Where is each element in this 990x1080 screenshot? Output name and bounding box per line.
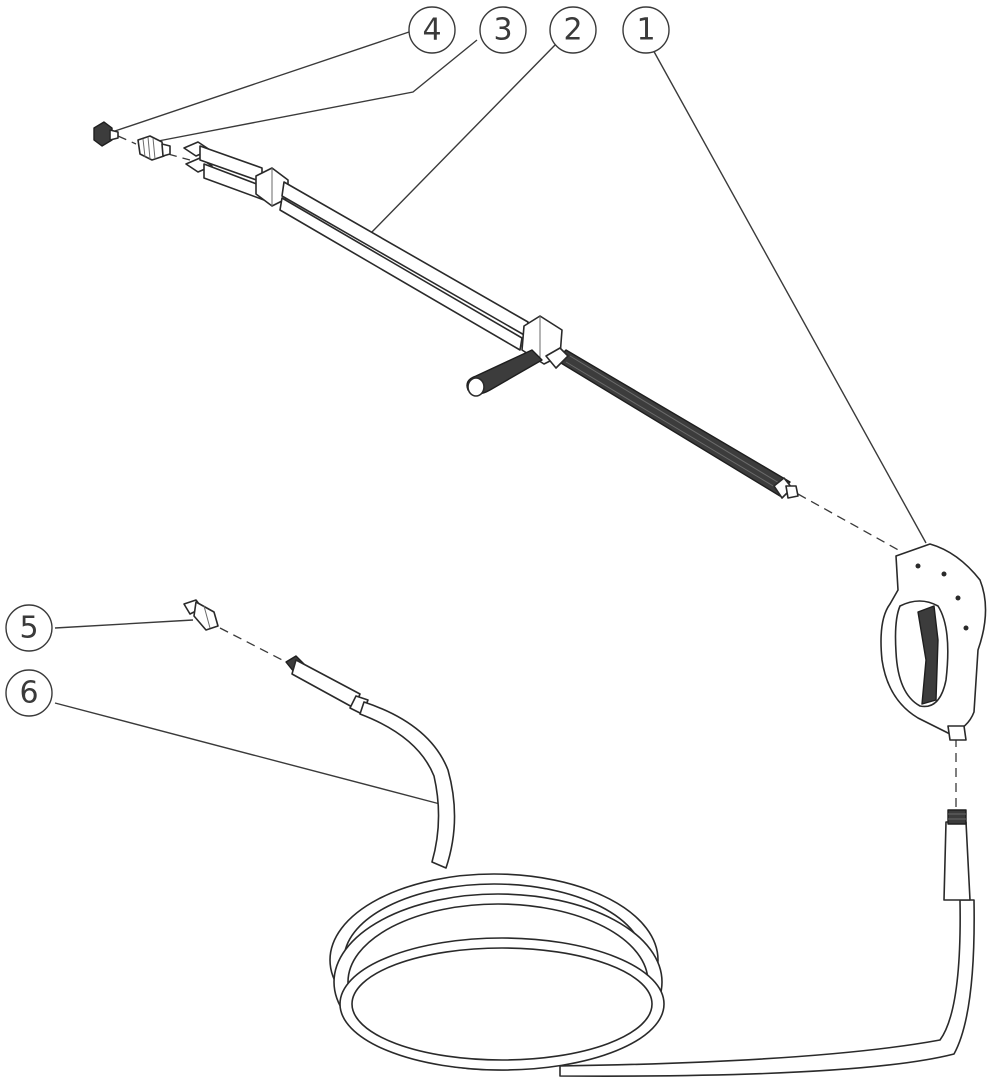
callout-label-3: 3 <box>493 13 512 48</box>
leader-line-4 <box>111 31 410 133</box>
leader-line-2 <box>367 43 557 237</box>
quick-connect-coupler-part <box>137 135 171 161</box>
callout-2: 2 <box>549 6 597 54</box>
axis-nozzle-to-coupler <box>117 135 137 145</box>
callout-circle-4 <box>408 6 456 54</box>
leader-line-3 <box>152 39 478 143</box>
callout-circle-5 <box>5 604 53 652</box>
dual-lance-part <box>183 141 799 499</box>
axis-lance-to-gun <box>797 493 903 553</box>
axis-fitting-to-hose <box>219 627 291 665</box>
axis-coupler-to-lance <box>167 153 191 161</box>
callout-1: 1 <box>622 6 670 54</box>
callout-circle-6 <box>5 669 53 717</box>
callout-circle-3 <box>479 6 527 54</box>
high-pressure-hose-part <box>285 655 975 1077</box>
leader-line-5 <box>54 619 194 629</box>
callout-label-2: 2 <box>563 13 582 48</box>
leader-line-1 <box>651 47 927 544</box>
hose-fitting-part <box>183 599 219 631</box>
callout-6: 6 <box>5 669 53 717</box>
leader-lines <box>54 31 927 805</box>
trigger-gun-part <box>880 543 987 741</box>
callout-circle-2 <box>549 6 597 54</box>
callout-circle-1 <box>622 6 670 54</box>
leader-line-6 <box>54 702 441 805</box>
callout-4: 4 <box>408 6 456 54</box>
callout-5: 5 <box>5 604 53 652</box>
callout-label-4: 4 <box>422 13 441 48</box>
callout-label-6: 6 <box>19 676 38 711</box>
spray-nozzle-part <box>93 121 119 147</box>
assembly-axes <box>117 135 957 812</box>
callout-3: 3 <box>479 6 527 54</box>
callout-label-5: 5 <box>19 611 38 646</box>
callout-label-1: 1 <box>636 13 655 48</box>
